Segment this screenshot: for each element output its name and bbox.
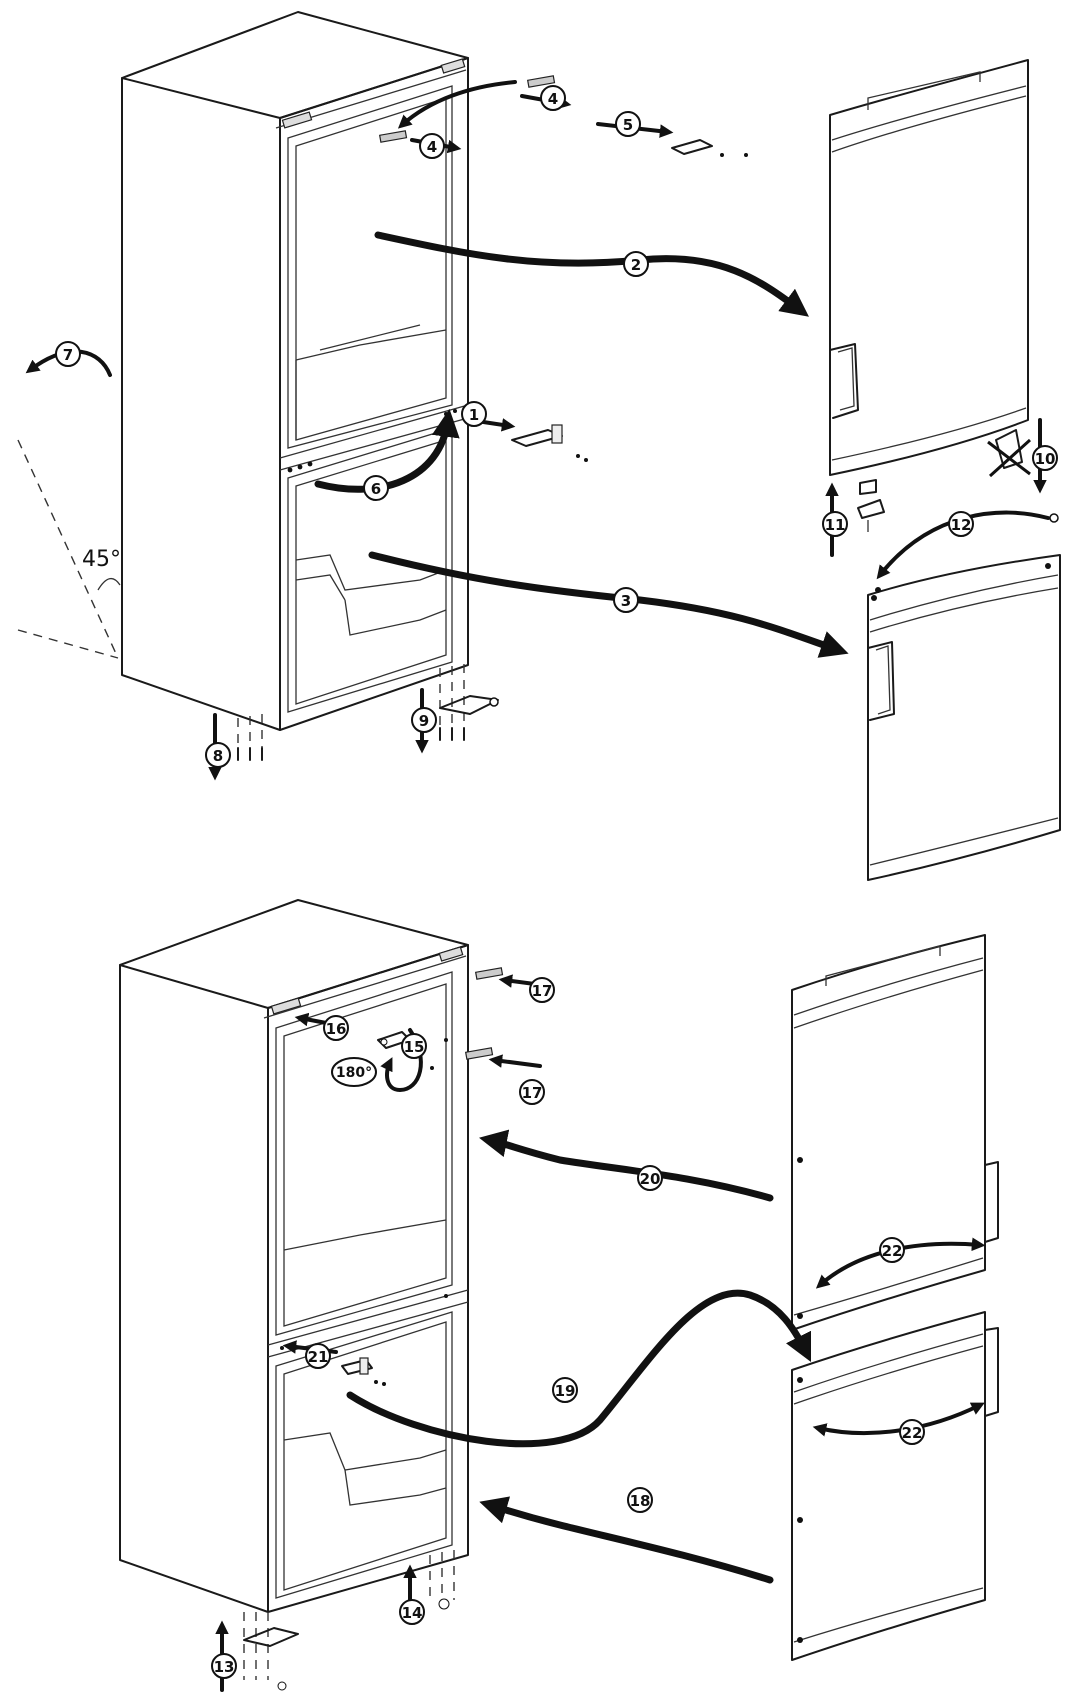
step-number: 16 (326, 1020, 347, 1038)
step-circle (623, 251, 649, 277)
step-18-label: 18 (627, 1487, 653, 1513)
step-circle (323, 1015, 349, 1041)
step-number: 3 (621, 592, 631, 610)
step-3-label: 3 (613, 587, 639, 613)
step-number: 5 (623, 116, 633, 134)
step-circle (540, 85, 566, 111)
step-circle (363, 475, 389, 501)
step-circle (552, 1377, 578, 1403)
step-circle (613, 587, 639, 613)
step-circle (211, 1653, 237, 1679)
step-number: 4 (548, 90, 558, 108)
step-number: 18 (630, 1492, 651, 1510)
step-17-label: 17 (519, 1079, 545, 1105)
step-17-label: 17 (529, 977, 555, 1003)
hinge-bottom-right (439, 664, 499, 741)
step-8-label: 8 (205, 742, 231, 768)
arrows-top-section (25, 80, 1050, 781)
door-hinge-pin-parts (857, 429, 1059, 593)
step-circle (899, 1419, 925, 1445)
step-21-label: 21 (305, 1343, 331, 1369)
step-circle (55, 341, 81, 367)
middle-hinge-parts (511, 424, 588, 462)
step-number: 15 (404, 1038, 425, 1056)
step-circle (615, 111, 641, 137)
step-circle (637, 1165, 663, 1191)
step-number: 10 (1035, 450, 1056, 468)
step-circle (419, 133, 445, 159)
step-number: 17 (532, 982, 553, 1000)
fridge-door-bottom (791, 1311, 999, 1661)
step-2-label: 2 (623, 251, 649, 277)
step-number: 7 (63, 346, 73, 364)
step-number: 11 (825, 516, 846, 534)
step-5-label: 5 (615, 111, 641, 137)
step-number: 12 (951, 516, 972, 534)
step-15-label: 15 (401, 1033, 427, 1059)
step-7-label: 7 (55, 341, 81, 367)
step-circle (529, 977, 555, 1003)
step-20-label: 20 (637, 1165, 663, 1191)
step-circle (879, 1237, 905, 1263)
step-16-label: 16 (323, 1015, 349, 1041)
arrows-bottom-section (215, 974, 986, 1692)
step-22-label: 22 (879, 1237, 905, 1263)
angle-label: 45° (82, 547, 121, 572)
step-circle (948, 511, 974, 537)
step-circle (399, 1599, 425, 1625)
rotation-indicator: 180° (331, 1057, 377, 1087)
step-6-label: 6 (363, 475, 389, 501)
step-circle (1032, 445, 1058, 471)
bottom-hinge-parts (243, 967, 504, 1691)
step-number: 21 (308, 1348, 329, 1366)
step-circle (411, 707, 437, 733)
step-4-label: 4 (419, 133, 445, 159)
step-1-label: 1 (461, 401, 487, 427)
step-19-label: 19 (552, 1377, 578, 1403)
step-number: 19 (555, 1382, 576, 1400)
step-number: 14 (402, 1604, 423, 1622)
step-9-label: 9 (411, 707, 437, 733)
tilt-angle-indicator: 45° (17, 439, 121, 659)
rotation-label: 180° (336, 1065, 372, 1081)
top-hinge-parts (378, 75, 748, 157)
fridge-door-top (867, 554, 1061, 881)
step-12-label: 12 (948, 511, 974, 537)
step-10-label: 10 (1032, 445, 1058, 471)
step-number: 1 (469, 406, 479, 424)
step-11-label: 11 (822, 511, 848, 537)
step-number: 2 (631, 256, 641, 274)
step-number: 13 (214, 1658, 235, 1676)
step-circle (627, 1487, 653, 1513)
freezer-door-bottom (791, 934, 999, 1331)
step-number: 22 (902, 1424, 923, 1442)
step-number: 6 (371, 480, 381, 498)
step-circle (519, 1079, 545, 1105)
step-circle (305, 1343, 331, 1369)
step-13-label: 13 (211, 1653, 237, 1679)
step-4-label: 4 (540, 85, 566, 111)
step-circle (822, 511, 848, 537)
step-number: 9 (419, 712, 429, 730)
step-number: 8 (213, 747, 223, 765)
fridge-cabinet-top (121, 11, 469, 731)
step-circle (401, 1033, 427, 1059)
step-22-label: 22 (899, 1419, 925, 1445)
step-number: 4 (427, 138, 437, 156)
foot-screws-left (237, 714, 263, 761)
step-number: 22 (882, 1242, 903, 1260)
step-14-label: 14 (399, 1599, 425, 1625)
step-number: 17 (522, 1084, 543, 1102)
step-circle (205, 742, 231, 768)
fridge-cabinet-bottom (119, 899, 469, 1613)
freezer-door-top (829, 59, 1029, 476)
step-number: 20 (640, 1170, 661, 1188)
step-circle (461, 401, 487, 427)
